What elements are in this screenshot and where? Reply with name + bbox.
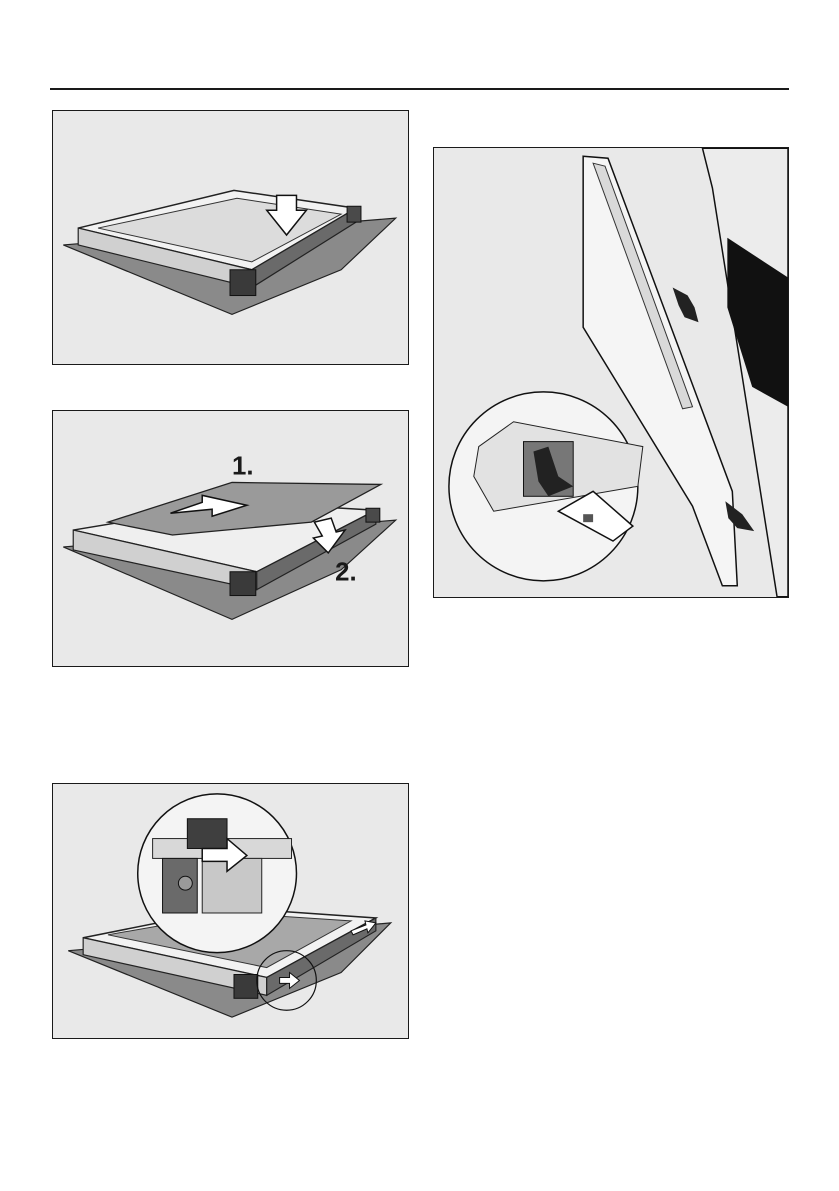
- slide-steps-drawing: 1. 2.: [53, 411, 408, 666]
- step-1-label: 1.: [232, 453, 254, 481]
- illustration-clip-detail: [52, 783, 409, 1039]
- illustration-slide-steps: 1. 2.: [52, 410, 409, 667]
- glass-pane-insert-drawing: [53, 111, 408, 364]
- step-2-label: 2.: [335, 559, 357, 587]
- clip-detail-drawing: [53, 784, 408, 1038]
- clip-left: [230, 572, 256, 596]
- illustration-glass-pane-insert: [52, 110, 409, 365]
- clip-right: [366, 508, 380, 522]
- clip-right: [347, 206, 361, 222]
- clip-left: [230, 270, 256, 296]
- door-hinge-drawing: [434, 148, 788, 597]
- clip-left: [234, 975, 258, 999]
- hinge-arrow-top: [673, 287, 699, 322]
- header-rule: [50, 88, 789, 90]
- illustration-door-hinge: [433, 147, 789, 598]
